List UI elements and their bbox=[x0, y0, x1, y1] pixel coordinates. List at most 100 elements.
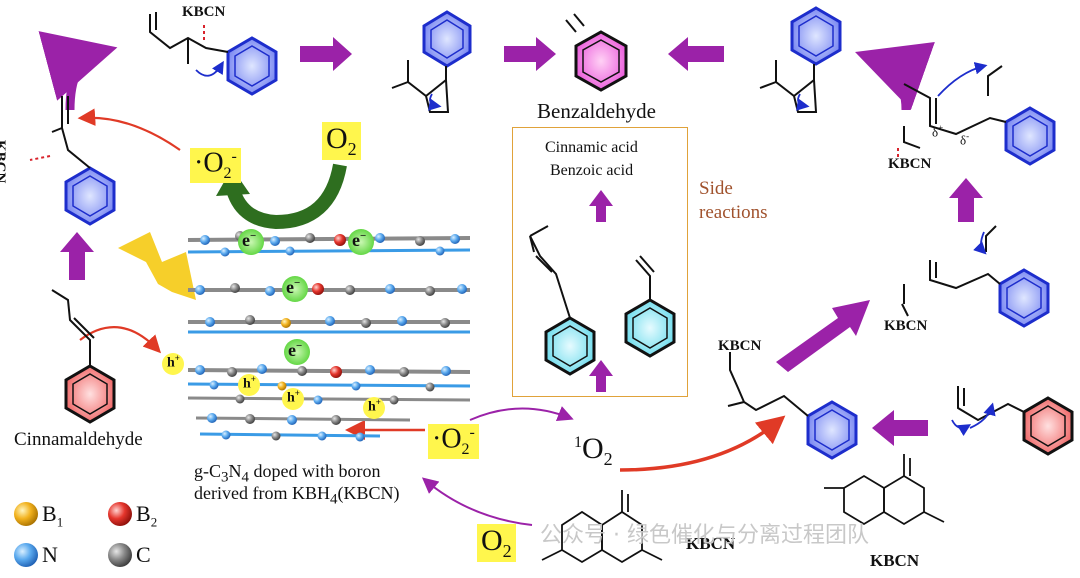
electron-label-3: e− bbox=[286, 277, 300, 298]
hole-1 bbox=[238, 374, 260, 396]
legend-n-sphere bbox=[14, 543, 38, 567]
hole-2-sup: + bbox=[294, 388, 300, 398]
delta-minus-text: δ bbox=[960, 132, 967, 148]
holes bbox=[162, 353, 385, 419]
ring-cation-bottom bbox=[806, 400, 858, 460]
catalyst-line1-part-c: doped with boron bbox=[249, 461, 381, 481]
ring-cinnamaldehyde bbox=[64, 364, 116, 424]
ring-peroxy-right bbox=[1004, 106, 1056, 166]
hole-4-text: h bbox=[167, 355, 175, 371]
legend-b1-symbol: B bbox=[42, 501, 57, 526]
hole-label-2: h+ bbox=[287, 388, 300, 406]
catalyst-line2-part-a: derived from KBH bbox=[194, 483, 330, 503]
purple-thin-arrow-superoxide-to-singlet bbox=[469, 406, 574, 421]
hole-3-sup: + bbox=[375, 397, 381, 407]
arrow-right-top-2 bbox=[504, 37, 556, 71]
ring-benzoic-acid bbox=[624, 298, 676, 358]
kbcn-label-left-rotated: KBCN bbox=[0, 140, 8, 184]
purple-block-arrows bbox=[60, 37, 983, 446]
delta-plus-label: δ+ bbox=[932, 123, 944, 140]
benzaldehyde-label: Benzaldehyde bbox=[537, 99, 656, 123]
superoxide-label-bottom: ·O2- bbox=[428, 423, 479, 459]
hole-label-3: h+ bbox=[368, 397, 381, 415]
superoxide-bottom-text: ·O bbox=[432, 423, 462, 455]
hole-3-text: h bbox=[368, 399, 376, 415]
hole-1-text: h bbox=[243, 376, 251, 392]
arrow-left-bottom bbox=[872, 410, 928, 446]
electron-2 bbox=[348, 229, 374, 255]
ring-dioxetane-2 bbox=[790, 6, 842, 66]
catalyst-layers bbox=[187, 231, 471, 442]
electron-label-1: e− bbox=[242, 230, 256, 251]
cinnamaldehyde-label: Cinnamaldehyde bbox=[14, 429, 143, 450]
curved-purple-arrow-top-right bbox=[855, 42, 935, 111]
legend-b2-sphere bbox=[108, 502, 132, 526]
hole-4 bbox=[162, 353, 184, 375]
side-reactions-label-1: Side bbox=[699, 178, 733, 199]
catalyst-line2-part-b: (KBCN) bbox=[337, 483, 400, 503]
delta-minus-sup: - bbox=[966, 131, 970, 141]
legend-b2-label: B2 bbox=[136, 501, 158, 530]
oxygen-bottom-text: O bbox=[481, 524, 503, 557]
layer-2 bbox=[188, 283, 470, 296]
hole-4-sup: + bbox=[174, 353, 180, 363]
kbcn-label-structure-right: KBCN bbox=[870, 551, 920, 570]
kbcn-label-structure-bottom: KBCN bbox=[686, 534, 736, 553]
kbcn-label-top: KBCN bbox=[182, 4, 226, 20]
layer-1 bbox=[187, 231, 471, 257]
arrow-left-top bbox=[668, 37, 724, 71]
delta-plus-sup: + bbox=[938, 123, 944, 133]
arrow-up-side-2 bbox=[589, 360, 613, 392]
kbcn-label-cation: KBCN bbox=[718, 338, 762, 354]
catalyst-line1-sub1: 3 bbox=[221, 469, 229, 486]
hole-label-4: h+ bbox=[167, 353, 180, 371]
arrow-diag-right bbox=[776, 300, 870, 372]
legend-b2-sub: 2 bbox=[150, 514, 158, 530]
ring-top-left-intermediate bbox=[226, 36, 278, 96]
legend-n-label: N bbox=[42, 542, 58, 567]
oxygen-label-top: O2 bbox=[322, 122, 361, 160]
catalyst-line1-part-b: N bbox=[228, 461, 242, 481]
delta-plus-text: δ bbox=[932, 124, 939, 140]
superoxide-bottom-sub: 2 bbox=[461, 440, 470, 458]
electron-4-sup: − bbox=[296, 340, 303, 352]
legend-b1-label: B1 bbox=[42, 501, 64, 530]
legend-c-sphere bbox=[108, 543, 132, 567]
ring-cinnamic-acid bbox=[544, 316, 596, 376]
arrow-up-right bbox=[949, 178, 983, 222]
superoxide-top-sup: - bbox=[231, 148, 237, 165]
electron-1-sup: − bbox=[250, 230, 257, 242]
ring-dioxetane-1 bbox=[422, 10, 472, 68]
legend-c-label: C bbox=[136, 542, 151, 567]
legend-b1-sub: 1 bbox=[56, 514, 64, 530]
ring-benzaldehyde bbox=[574, 30, 628, 92]
electron-2-sup: − bbox=[360, 230, 367, 242]
red-arrow-singlet-to-cation bbox=[619, 415, 786, 472]
legend-b2-symbol: B bbox=[136, 501, 151, 526]
watermark-text: 公众号 · 绿色催化与分离过程团队 bbox=[540, 523, 869, 548]
cinnamic-acid-label: Cinnamic acid bbox=[545, 139, 638, 156]
layer-3 bbox=[188, 315, 470, 334]
catalyst-line2-sub: 4 bbox=[329, 491, 338, 508]
electron-3-text: e bbox=[286, 277, 294, 297]
delta-minus-label: δ- bbox=[960, 131, 970, 148]
hole-label-1: h+ bbox=[243, 374, 256, 392]
oxygen-bottom-sub: 2 bbox=[502, 541, 512, 561]
superoxide-top-sub: 2 bbox=[223, 164, 232, 182]
electron-2-text: e bbox=[352, 230, 360, 250]
electron-3-sup: − bbox=[294, 277, 301, 289]
hole-2-text: h bbox=[287, 390, 295, 406]
arrow-up-side-1 bbox=[589, 190, 613, 222]
green-arrow-o2-reduction bbox=[225, 163, 347, 230]
ring-peroxy-mid-right bbox=[998, 268, 1050, 328]
kbcn-label-right-mid: KBCN bbox=[884, 318, 928, 334]
singlet-sub: 2 bbox=[603, 449, 613, 469]
legend bbox=[14, 502, 132, 567]
kbcn-structure-bottom bbox=[541, 490, 663, 564]
side-reactions-box bbox=[512, 127, 688, 397]
electron-pushing-arrows bbox=[195, 60, 996, 437]
red-arrow-radical-attack bbox=[77, 108, 181, 151]
kbcn-structure-right bbox=[824, 454, 945, 526]
side-reactions-label-2: reactions bbox=[699, 202, 768, 223]
